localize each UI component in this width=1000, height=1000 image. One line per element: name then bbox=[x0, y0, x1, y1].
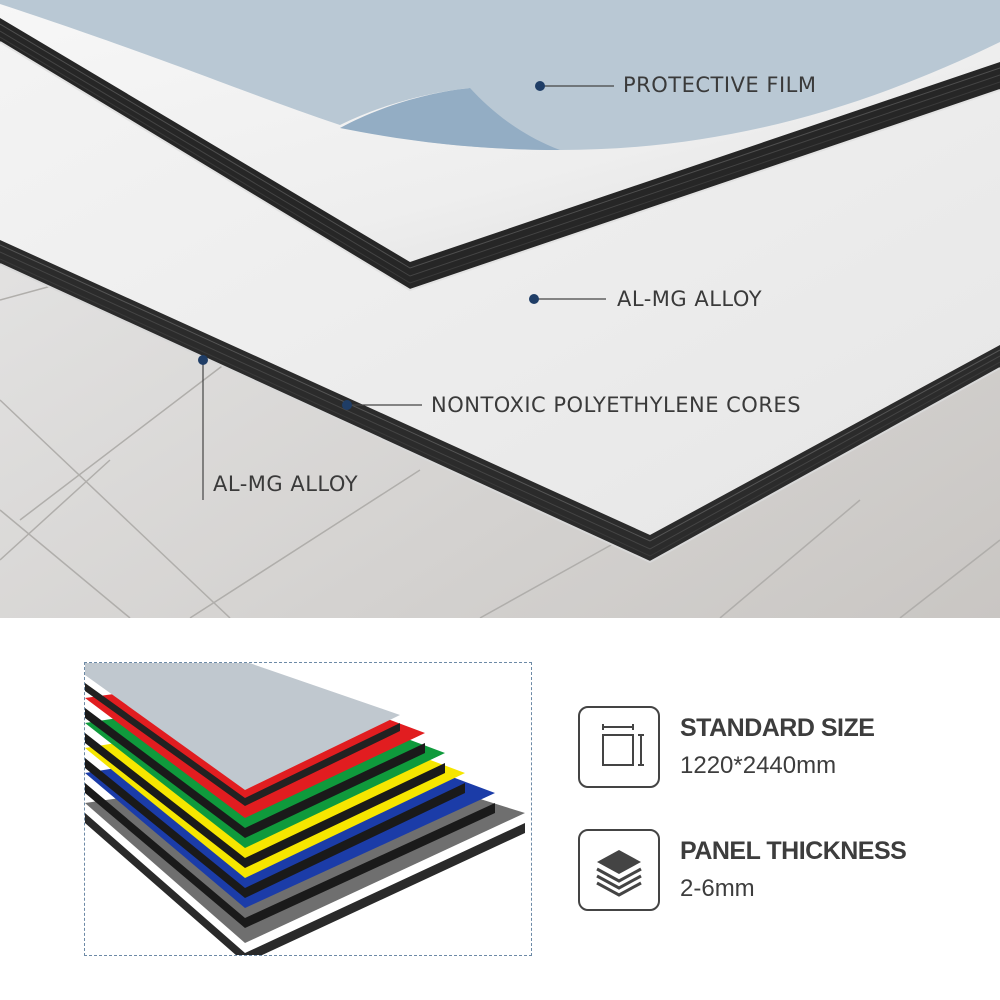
product-hero: PROTECTIVE FILM AL-MG ALLOY NONTOXIC POL… bbox=[0, 0, 1000, 618]
callout-leaders bbox=[202, 85, 614, 500]
callout-core: NONTOXIC POLYETHYLENE CORES bbox=[431, 393, 802, 417]
spec-panel-thickness: PANEL THICKNESS 2-6mm bbox=[578, 829, 978, 913]
spec-section: STANDARD SIZE 1220*2440mm PANEL THICKNES… bbox=[0, 618, 1000, 1000]
layers-icon bbox=[578, 829, 660, 911]
callout-al-mg-alloy-bottom: AL-MG ALLOY bbox=[213, 472, 359, 496]
lower-panel-core bbox=[0, 240, 1000, 562]
panel-illustration bbox=[0, 0, 1000, 618]
standard-size-value: 1220*2440mm bbox=[680, 752, 837, 779]
marker-protective-film bbox=[535, 81, 545, 91]
standard-size-title: STANDARD SIZE bbox=[680, 714, 875, 742]
dimensions-icon bbox=[578, 706, 660, 788]
protective-film bbox=[0, 0, 1000, 150]
marker-al-mg-alloy-bottom bbox=[198, 355, 208, 365]
floor-tile-lines bbox=[0, 269, 1000, 618]
panel-thickness-value: 2-6mm bbox=[680, 875, 755, 902]
color-panel-stack bbox=[84, 662, 532, 956]
spec-standard-size: STANDARD SIZE 1220*2440mm bbox=[578, 706, 978, 790]
marker-al-mg-alloy-top bbox=[529, 294, 539, 304]
callout-al-mg-alloy-top: AL-MG ALLOY bbox=[617, 287, 763, 311]
upper-panel-core bbox=[0, 18, 1000, 290]
panel-silver bbox=[85, 663, 400, 806]
color-panels-illustration bbox=[85, 663, 525, 955]
callout-protective-film: PROTECTIVE FILM bbox=[623, 73, 817, 97]
panel-thickness-title: PANEL THICKNESS bbox=[680, 837, 907, 865]
marker-core bbox=[342, 400, 352, 410]
